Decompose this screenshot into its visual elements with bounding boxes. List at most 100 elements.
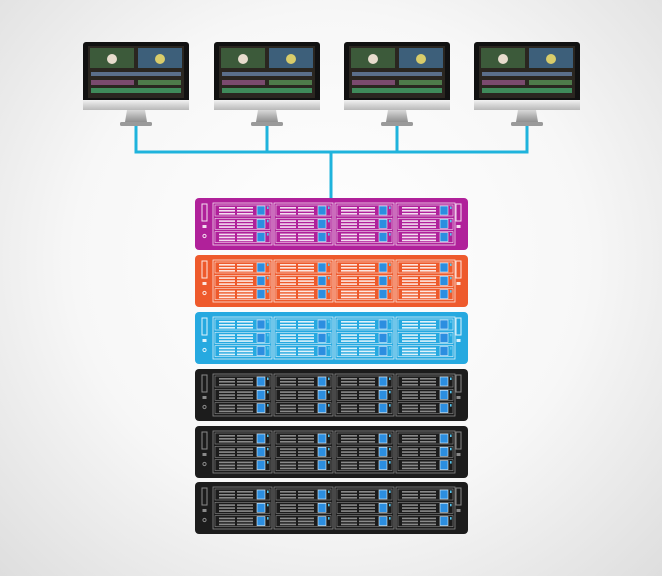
drive-sled[interactable] xyxy=(214,231,271,243)
drive-latch[interactable] xyxy=(378,205,388,216)
drive-latch[interactable] xyxy=(256,433,266,444)
drive-sled[interactable] xyxy=(275,388,332,401)
drive-latch[interactable] xyxy=(256,289,266,299)
workstation-1[interactable] xyxy=(83,42,189,126)
drive-latch[interactable] xyxy=(317,289,327,299)
drive-latch[interactable] xyxy=(378,489,388,500)
drive-sled[interactable] xyxy=(336,388,393,401)
drive-latch[interactable] xyxy=(378,516,388,526)
drive-sled[interactable] xyxy=(214,204,271,217)
drive-latch[interactable] xyxy=(439,446,449,457)
drive-sled[interactable] xyxy=(275,288,332,300)
drive-sled[interactable] xyxy=(275,261,332,274)
drive-latch[interactable] xyxy=(317,275,327,286)
drive-latch[interactable] xyxy=(439,460,449,470)
drive-latch[interactable] xyxy=(256,389,266,400)
drive-sled[interactable] xyxy=(214,288,271,300)
drive-latch[interactable] xyxy=(317,376,327,387)
storage-unit-black-3[interactable] xyxy=(195,482,468,534)
drive-sled[interactable] xyxy=(397,375,454,388)
drive-sled[interactable] xyxy=(275,204,332,217)
drive-sled[interactable] xyxy=(336,318,393,331)
drive-latch[interactable] xyxy=(439,332,449,343)
drive-latch[interactable] xyxy=(256,376,266,387)
drive-sled[interactable] xyxy=(397,231,454,243)
drive-latch[interactable] xyxy=(317,446,327,457)
drive-latch[interactable] xyxy=(439,205,449,216)
drive-latch[interactable] xyxy=(256,460,266,470)
drive-latch[interactable] xyxy=(256,489,266,500)
drive-latch[interactable] xyxy=(439,502,449,513)
drive-latch[interactable] xyxy=(378,446,388,457)
storage-unit-black-1[interactable] xyxy=(195,369,468,421)
drive-latch[interactable] xyxy=(317,403,327,413)
power-button-icon[interactable] xyxy=(202,290,207,296)
drive-sled[interactable] xyxy=(214,459,271,471)
drive-latch[interactable] xyxy=(256,319,266,330)
power-button-icon[interactable] xyxy=(202,233,207,239)
drive-latch[interactable] xyxy=(256,346,266,356)
drive-latch[interactable] xyxy=(317,460,327,470)
drive-sled[interactable] xyxy=(336,501,393,514)
drive-latch[interactable] xyxy=(378,346,388,356)
drive-sled[interactable] xyxy=(214,515,271,527)
drive-sled[interactable] xyxy=(397,515,454,527)
drive-sled[interactable] xyxy=(397,331,454,344)
drive-latch[interactable] xyxy=(317,489,327,500)
drive-latch[interactable] xyxy=(439,489,449,500)
drive-sled[interactable] xyxy=(397,459,454,471)
drive-sled[interactable] xyxy=(275,488,332,501)
drive-latch[interactable] xyxy=(317,232,327,242)
drive-sled[interactable] xyxy=(214,488,271,501)
drive-sled[interactable] xyxy=(336,261,393,274)
drive-sled[interactable] xyxy=(275,331,332,344)
drive-sled[interactable] xyxy=(336,274,393,287)
drive-latch[interactable] xyxy=(439,433,449,444)
drive-latch[interactable] xyxy=(256,332,266,343)
drive-latch[interactable] xyxy=(256,219,266,229)
storage-unit-orange[interactable] xyxy=(195,255,468,307)
workstation-4[interactable] xyxy=(474,42,580,126)
drive-sled[interactable] xyxy=(214,274,271,287)
drive-latch[interactable] xyxy=(256,205,266,216)
drive-latch[interactable] xyxy=(378,502,388,513)
drive-sled[interactable] xyxy=(397,432,454,445)
drive-sled[interactable] xyxy=(397,218,454,230)
drive-latch[interactable] xyxy=(439,516,449,526)
drive-latch[interactable] xyxy=(439,346,449,356)
drive-latch[interactable] xyxy=(378,219,388,229)
drive-latch[interactable] xyxy=(317,516,327,526)
drive-sled[interactable] xyxy=(397,318,454,331)
drive-sled[interactable] xyxy=(397,288,454,300)
drive-latch[interactable] xyxy=(256,446,266,457)
drive-sled[interactable] xyxy=(214,501,271,514)
drive-latch[interactable] xyxy=(439,262,449,273)
drive-sled[interactable] xyxy=(214,345,271,357)
drive-sled[interactable] xyxy=(336,402,393,414)
drive-latch[interactable] xyxy=(439,275,449,286)
drive-sled[interactable] xyxy=(397,501,454,514)
drive-latch[interactable] xyxy=(378,332,388,343)
drive-sled[interactable] xyxy=(275,274,332,287)
drive-sled[interactable] xyxy=(214,402,271,414)
drive-sled[interactable] xyxy=(275,345,332,357)
drive-sled[interactable] xyxy=(397,274,454,287)
power-button-icon[interactable] xyxy=(202,461,207,467)
drive-latch[interactable] xyxy=(439,403,449,413)
drive-sled[interactable] xyxy=(214,388,271,401)
drive-sled[interactable] xyxy=(336,345,393,357)
drive-sled[interactable] xyxy=(214,318,271,331)
drive-sled[interactable] xyxy=(214,375,271,388)
drive-latch[interactable] xyxy=(317,332,327,343)
drive-sled[interactable] xyxy=(336,204,393,217)
drive-sled[interactable] xyxy=(397,488,454,501)
drive-sled[interactable] xyxy=(275,432,332,445)
drive-latch[interactable] xyxy=(439,389,449,400)
drive-latch[interactable] xyxy=(317,262,327,273)
storage-unit-magenta[interactable] xyxy=(195,198,468,250)
drive-latch[interactable] xyxy=(256,232,266,242)
drive-latch[interactable] xyxy=(256,262,266,273)
drive-latch[interactable] xyxy=(378,262,388,273)
drive-latch[interactable] xyxy=(378,289,388,299)
drive-sled[interactable] xyxy=(275,231,332,243)
